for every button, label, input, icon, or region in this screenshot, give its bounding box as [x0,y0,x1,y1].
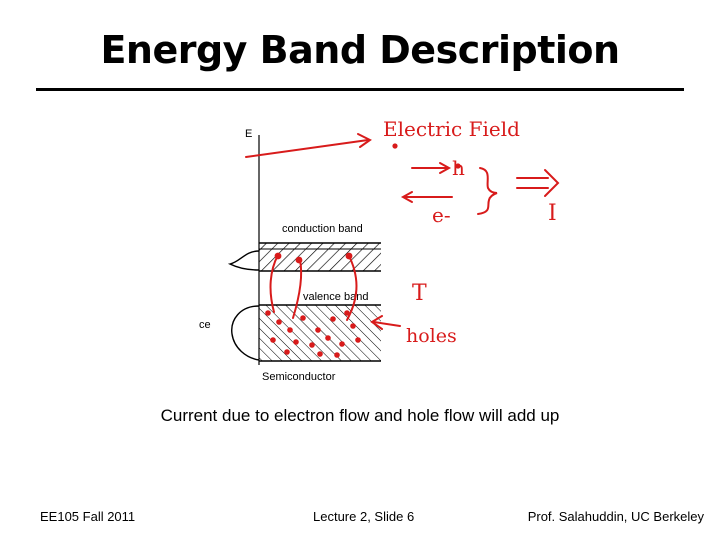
energy-axis-label: E [245,128,252,140]
holes-arrow [373,321,401,327]
excitation-arrow-3 [346,257,358,321]
electrons [274,252,353,264]
valence-band-label: valence band [303,291,368,303]
brace [477,167,498,215]
conduction-distribution-curve [227,250,260,271]
valence-distribution-curve [231,305,260,361]
conduction-band-label: conduction band [282,223,363,235]
electron-symbol: e- [432,203,451,227]
excitation-arrow-1 [269,254,279,313]
holes [265,143,461,358]
title-divider [36,88,684,91]
holes-label: holes [406,325,457,347]
footer-course: EE105 Fall 2011 [40,509,136,524]
temperature-symbol: T [412,281,427,306]
hole-symbol: h [452,156,465,180]
current-symbol: I [548,201,557,226]
semiconductor-label: Semiconductor [262,371,336,383]
electric-field-arrow [245,139,369,158]
slide-title: Energy Band Description [100,28,620,72]
slide-caption: Current due to electron flow and hole fl… [160,406,560,425]
excitation-arrow-2 [292,259,303,319]
annotations [245,133,560,330]
side-label: ce [199,319,211,331]
current-arrow [516,177,549,189]
footer-lecture: Lecture 2, Slide 6 [313,509,415,524]
electric-field-label: Electric Field [383,117,520,141]
footer-author: Prof. Salahuddin, UC Berkeley [527,509,704,524]
